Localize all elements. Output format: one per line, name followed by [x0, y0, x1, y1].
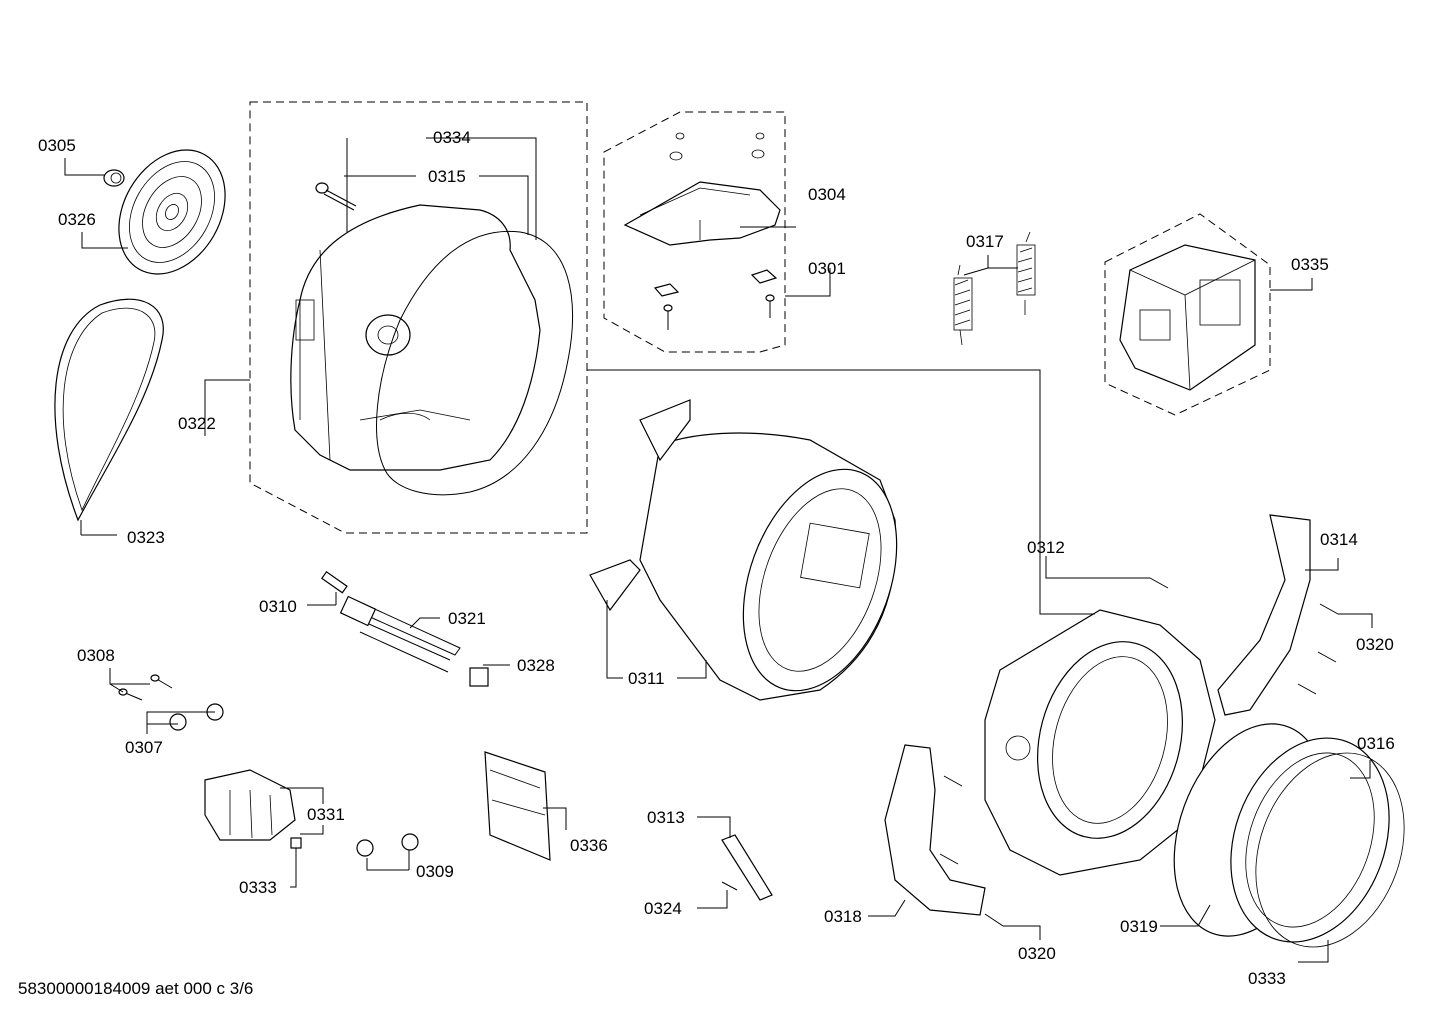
bushing-0305-part: [103, 169, 125, 187]
module-0336-part: [484, 751, 551, 861]
label-0324: 0324: [644, 899, 682, 918]
label-0309: 0309: [416, 862, 454, 881]
screw-0315-part: [315, 182, 357, 211]
control-module-0335-part: [1119, 244, 1256, 391]
door-seal-0316-part: [1230, 737, 1390, 943]
front-tub-0312-part: [984, 609, 1216, 876]
diagram-reference-code: 58300000184009 aet 000 c 3/6: [18, 979, 254, 998]
label-0321: 0321: [448, 609, 486, 628]
label-0317: 0317: [966, 232, 1004, 251]
label-0328: 0328: [517, 656, 555, 675]
damper-0313-part: [721, 834, 773, 901]
tub-seal-ring-0334-part: [376, 230, 574, 496]
top-bracket-0304-part: [623, 132, 781, 246]
label-0331: 0331: [307, 805, 345, 824]
label-0334: 0334: [433, 128, 471, 147]
label-0323: 0323: [127, 528, 165, 547]
label-0312: 0312: [1027, 538, 1065, 557]
label-0304: 0304: [808, 185, 846, 204]
label-0326: 0326: [58, 210, 96, 229]
label-0301: 0301: [808, 259, 846, 278]
tub-assembly-group-box: [249, 101, 588, 534]
label-0333-ring: 0333: [1248, 969, 1286, 988]
label-0311: 0311: [628, 669, 665, 688]
clip-0333-part: [290, 837, 302, 849]
cover-assembly-group-box: [603, 111, 786, 353]
counterweight-0318-part: [884, 744, 986, 916]
label-0313: 0313: [647, 808, 685, 827]
feet-0307-part: [169, 703, 224, 731]
screws-0320-part: [939, 603, 1339, 927]
rear-tub-0322-part: [290, 204, 541, 471]
label-0307: 0307: [125, 738, 163, 757]
label-0316: 0316: [1357, 734, 1395, 753]
label-0322: 0322: [178, 414, 216, 433]
clips-and-screws-0301-part: [653, 269, 778, 330]
label-0336: 0336: [570, 836, 608, 855]
pulley-0326-part: [118, 149, 226, 275]
control-module-group-box: [1104, 213, 1271, 416]
label-0335: 0335: [1291, 255, 1329, 274]
drum-0311-part: [589, 399, 898, 701]
label-0319: 0319: [1120, 917, 1158, 936]
heater-0321-part: [339, 595, 461, 673]
feet-0309-part: [356, 833, 419, 857]
label-0305: 0305: [38, 136, 76, 155]
screws-0308-part: [118, 674, 173, 701]
label-0315: 0315: [428, 167, 466, 186]
motor-0331-part: [204, 769, 296, 841]
counterweight-0314-part: [1217, 514, 1311, 716]
label-0320-bottom: 0320: [1018, 944, 1056, 963]
sensor-0310-part: [321, 571, 348, 594]
screw-0312-part: [1149, 577, 1169, 589]
label-0333-motor: 0333: [239, 878, 277, 897]
leader-lines: [64, 137, 1373, 963]
drive-belt-0323-part: [54, 298, 164, 522]
label-0314: 0314: [1320, 530, 1358, 549]
springs-0317-part: [953, 231, 1036, 346]
clip-0328-part: [469, 667, 489, 687]
label-0320-right: 0320: [1356, 635, 1394, 654]
label-0318: 0318: [824, 907, 862, 926]
label-0308: 0308: [77, 646, 115, 665]
clamp-ring-0333-part: [1255, 752, 1405, 948]
label-0310: 0310: [259, 597, 297, 616]
screw-0324-part: [721, 881, 738, 891]
